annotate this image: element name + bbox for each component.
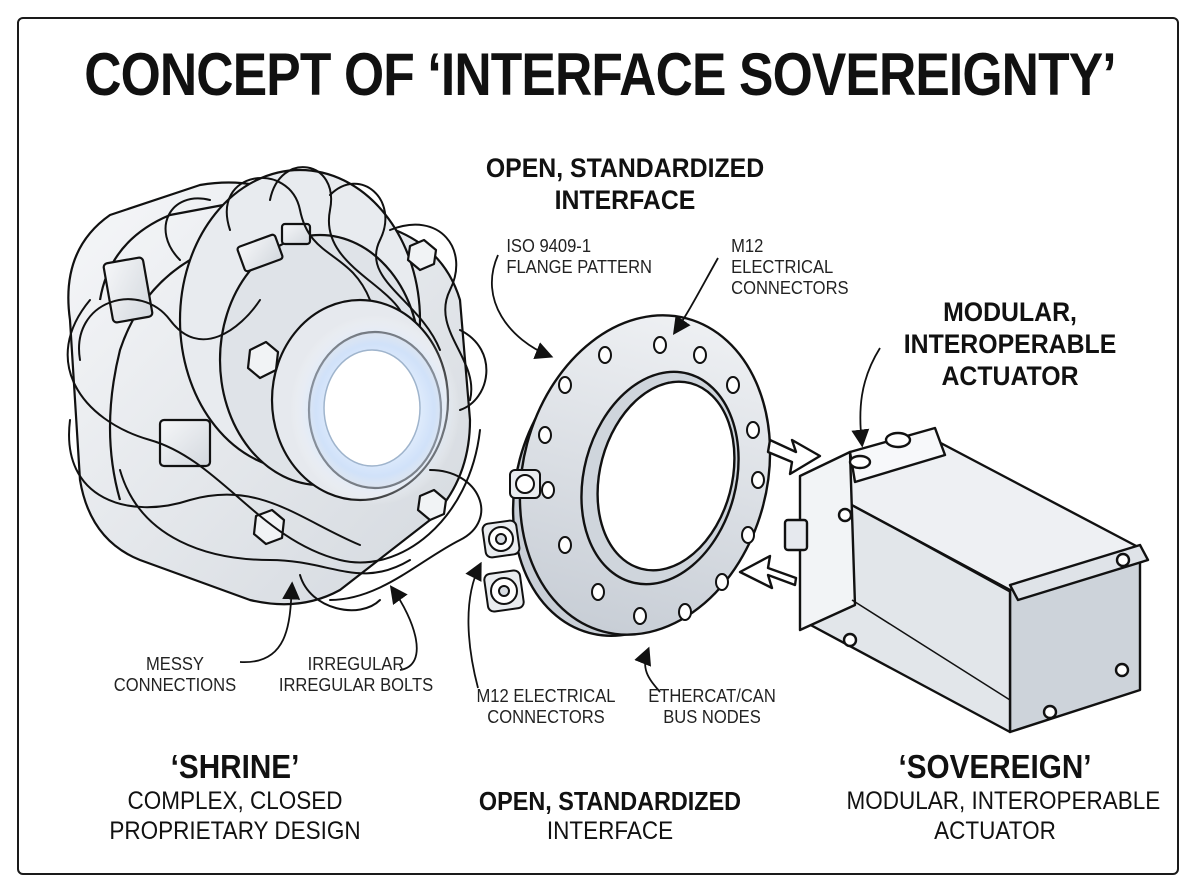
page-title: CONCEPT OF ‘INTERFACE SOVEREIGNTY’ [84,41,1116,108]
caption-sovereign-line1: MODULAR, INTEROPERABLE [846,787,1161,815]
caption-interface-title: OPEN, STANDARDIZED [478,786,742,816]
callout-messy-connections: MESSY CONNECTIONS [106,654,244,696]
callout-m12-bottom-line1: M12 ELECTRICAL [476,686,616,706]
m12-connectors [481,469,541,613]
callout-ethercat-line1: ETHERCAT/CAN [648,686,776,706]
right-heading-line3: ACTUATOR [941,361,1079,391]
right-heading-line1: MODULAR, [943,297,1077,327]
callout-ethercat-line2: BUS NODES [663,707,761,727]
callout-m12-top: M12 ELECTRICAL CONNECTORS [731,236,848,299]
caption-shrine-line1: COMPLEX, CLOSED [127,787,343,815]
callout-messy-line1: MESSY [146,654,204,674]
caption-shrine: ‘SHRINE’ COMPLEX, CLOSED PROPRIETARY DES… [90,748,380,846]
callout-m12-top-line3: CONNECTORS [731,278,849,298]
caption-sovereign-line2: ACTUATOR [934,817,1056,845]
sovereign-actuator [783,426,1150,734]
caption-interface-line1: INTERFACE [546,817,674,845]
callout-iso-flange: ISO 9409-1 FLANGE PATTERN [506,236,652,278]
caption-shrine-title: ‘SHRINE’ [170,748,300,785]
callout-irregular-line1: IRREGULAR [307,654,405,674]
center-heading-line2: INTERFACE [554,185,696,215]
caption-interface: OPEN, STANDARDIZED INTERFACE [460,786,760,846]
callout-iso-line1: ISO 9409-1 [506,236,592,256]
callout-iso-line2: FLANGE PATTERN [506,257,653,277]
right-heading: MODULAR, INTEROPERABLE ACTUATOR [890,296,1129,392]
callout-ethercat: ETHERCAT/CAN BUS NODES [638,686,785,728]
messy-wires [66,166,488,612]
standard-flange [511,314,772,637]
callout-m12-top-line2: ELECTRICAL [731,257,834,277]
callout-irregular-bolts: IRREGULAR IRREGULAR BOLTS [273,654,439,696]
callout-m12-bottom: M12 ELECTRICAL CONNECTORS [467,686,625,728]
caption-sovereign: ‘SOVEREIGN’ MODULAR, INTEROPERABLE ACTUA… [830,748,1161,846]
leader-lines [239,254,881,693]
center-heading-line1: OPEN, STANDARDIZED [485,153,765,183]
callout-m12-top-line1: M12 [731,236,764,256]
callout-messy-line2: CONNECTIONS [113,675,237,695]
callout-m12-bottom-line2: CONNECTORS [487,707,605,727]
assembly-arrows [738,438,822,590]
callout-irregular-line2: IRREGULAR BOLTS [278,675,434,695]
shrine-actuator [67,168,472,606]
caption-shrine-line2: PROPRIETARY DESIGN [109,817,361,845]
caption-sovereign-title: ‘SOVEREIGN’ [898,748,1092,785]
right-heading-line2: INTEROPERABLE [903,329,1117,359]
center-heading: OPEN, STANDARDIZED INTERFACE [469,152,782,216]
